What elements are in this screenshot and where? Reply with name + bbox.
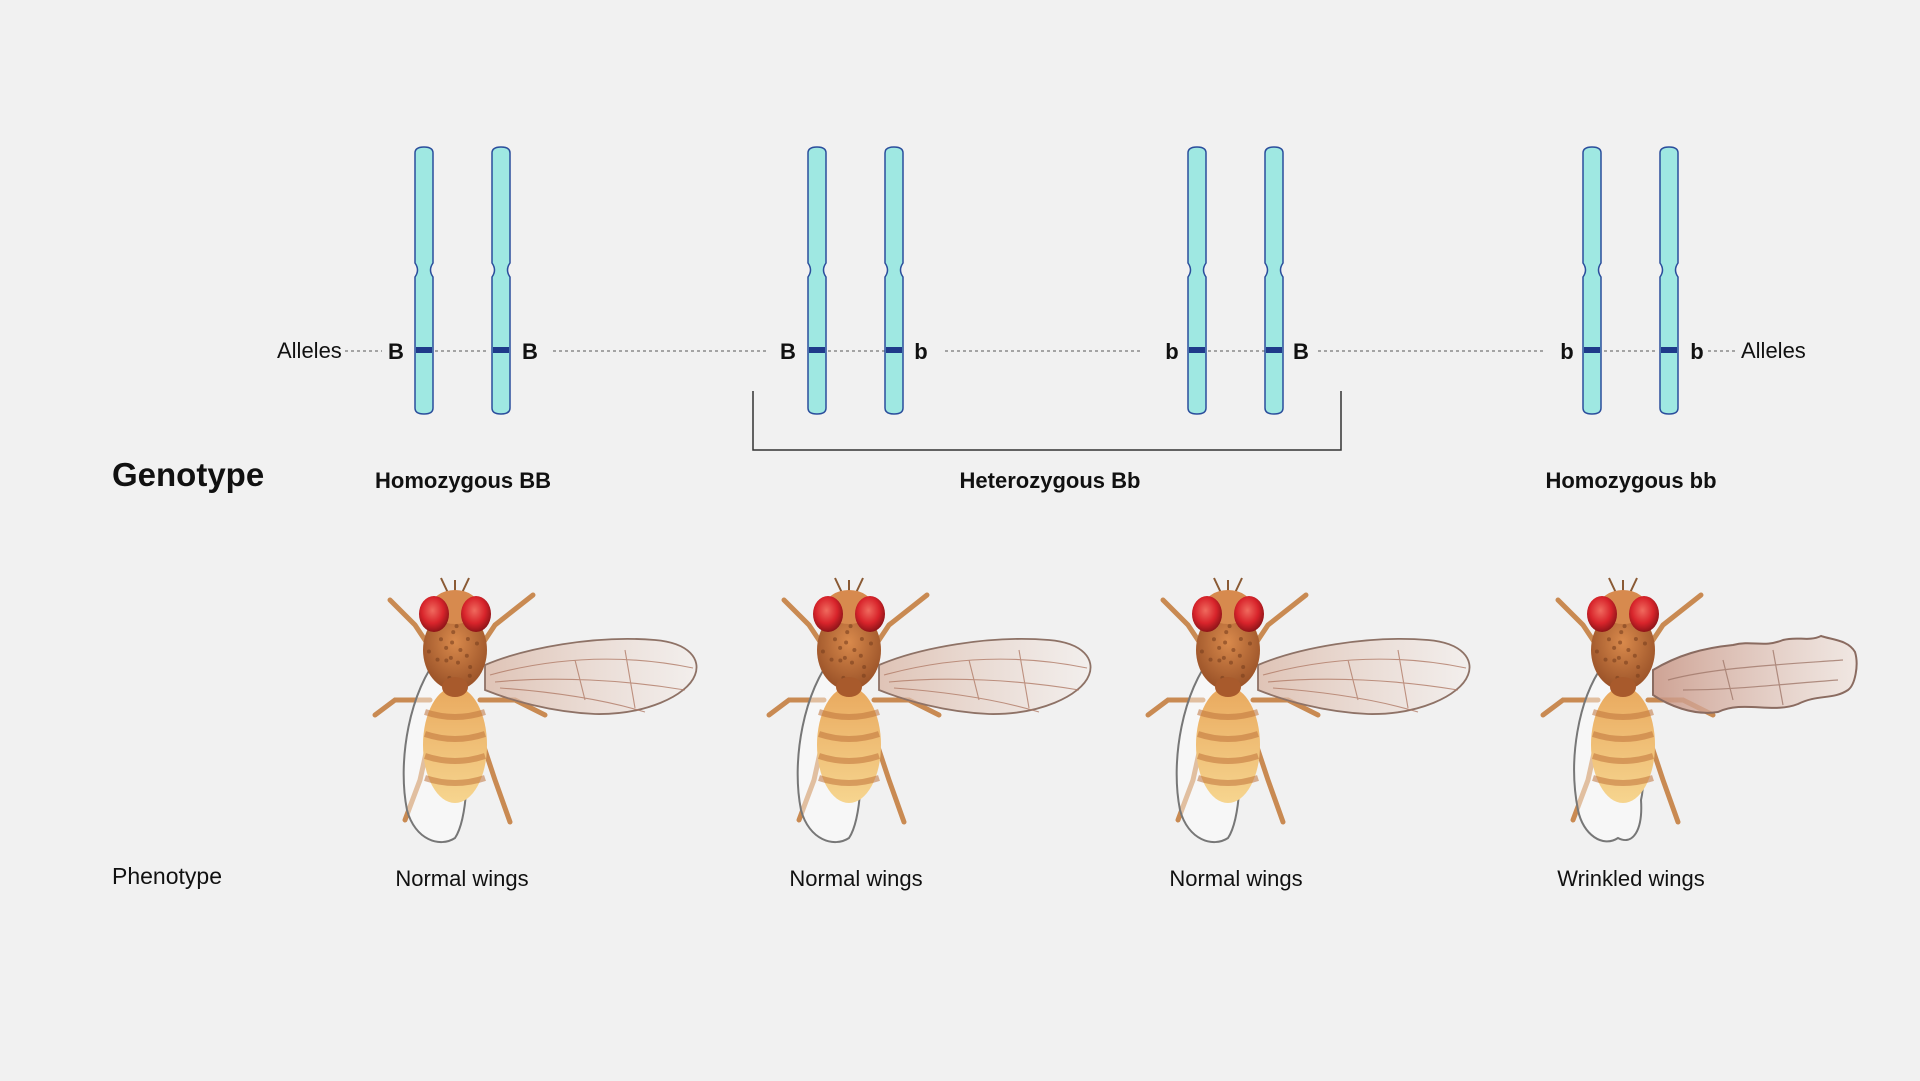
fly-eye — [1629, 596, 1659, 632]
allele-letter: b — [1690, 339, 1703, 364]
chromosome-body — [1659, 146, 1679, 415]
allele-band — [1266, 347, 1282, 353]
fly-eye — [461, 596, 491, 632]
fly-leg — [1145, 697, 1206, 718]
chromosome-layer — [414, 146, 1679, 415]
fly-eye — [1587, 596, 1617, 632]
chromosome-body — [807, 146, 827, 415]
chromosome-body — [491, 146, 511, 415]
chromosome — [1264, 146, 1284, 415]
chromosome — [1659, 146, 1679, 415]
chromosome-body — [1582, 146, 1602, 415]
fruit-fly-illustration — [766, 577, 1092, 843]
phenotype-label: Normal wings — [1169, 866, 1302, 891]
phenotype-heading: Phenotype — [112, 863, 222, 889]
fruit-fly-illustration — [1540, 577, 1858, 843]
chromosome-pair — [414, 146, 511, 415]
allele-letters: B B B b b B b b — [388, 339, 1704, 364]
chromosome — [414, 146, 434, 415]
fly-eye — [1234, 596, 1264, 632]
fly-eye — [855, 596, 885, 632]
fly-leg — [766, 697, 827, 718]
allele-band — [1189, 347, 1205, 353]
chromosome — [884, 146, 904, 415]
chromosome-body — [1264, 146, 1284, 415]
allele-band — [809, 347, 825, 353]
allele-letter: b — [1165, 339, 1178, 364]
allele-letter: B — [780, 339, 796, 364]
alleles-label-left: Alleles — [277, 338, 342, 363]
fly-leg — [372, 697, 433, 718]
chromosome — [1582, 146, 1602, 415]
fly-scutellum — [1610, 677, 1636, 697]
fly-eye — [1192, 596, 1222, 632]
allele-band — [416, 347, 432, 353]
chromosome-pair — [807, 146, 904, 415]
allele-band — [886, 347, 902, 353]
phenotype-label: Wrinkled wings — [1557, 866, 1705, 891]
chromosome — [491, 146, 511, 415]
fly-eye — [419, 596, 449, 632]
genotype-heading: Genotype — [112, 456, 264, 493]
allele-band — [1661, 347, 1677, 353]
allele-band — [1584, 347, 1600, 353]
chromosome — [807, 146, 827, 415]
normal-wing — [1257, 638, 1471, 715]
allele-band — [493, 347, 509, 353]
alleles-label-right: Alleles — [1741, 338, 1806, 363]
fly-scutellum — [1215, 677, 1241, 697]
fruit-fly-illustration — [372, 577, 698, 843]
fly-scutellum — [442, 677, 468, 697]
chromosome-body — [884, 146, 904, 415]
chromosome-pair — [1187, 146, 1284, 415]
fly-layer — [372, 577, 1858, 843]
group-label-homozygous-recessive: Homozygous bb — [1545, 468, 1716, 493]
allele-letter: B — [1293, 339, 1309, 364]
phenotype-label: Normal wings — [395, 866, 528, 891]
phenotype-label: Normal wings — [789, 866, 922, 891]
allele-letter: B — [522, 339, 538, 364]
chromosome-body — [1187, 146, 1207, 415]
chromosome-pair — [1582, 146, 1679, 415]
fly-eye — [813, 596, 843, 632]
fly-scutellum — [836, 677, 862, 697]
heterozygous-bracket — [752, 391, 1342, 451]
allele-letter: b — [914, 339, 927, 364]
allele-letter: B — [388, 339, 404, 364]
wrinkled-wing — [1652, 634, 1858, 714]
normal-wing — [878, 638, 1092, 715]
group-label-heterozygous: Heterozygous Bb — [960, 468, 1141, 493]
allele-letter: b — [1560, 339, 1573, 364]
chromosome — [1187, 146, 1207, 415]
normal-wing — [484, 638, 698, 715]
fruit-fly-illustration — [1145, 577, 1471, 843]
group-label-homozygous-dominant: Homozygous BB — [375, 468, 551, 493]
chromosome-body — [414, 146, 434, 415]
